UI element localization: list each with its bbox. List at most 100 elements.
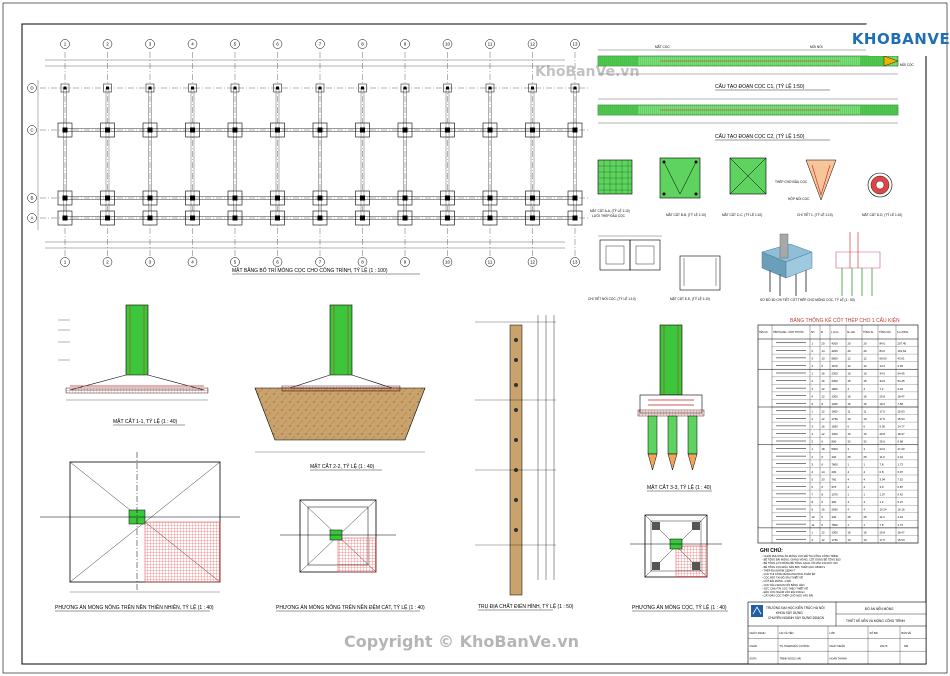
table-cell: 1 <box>864 523 866 527</box>
pile-segment-c1: MẶT CỌC MỐI NỐI MŨI CỌC CẤU TẠO ĐOẠN CỌC… <box>597 44 915 91</box>
table-cell: 1750 <box>832 538 839 542</box>
column <box>572 215 578 221</box>
table-header: TỔNG DÀI <box>879 331 891 334</box>
table-cell: 11 <box>812 523 815 527</box>
table-cell: 3 <box>812 462 814 466</box>
table-cell: 0.97 <box>898 470 904 474</box>
table-cell: 4 <box>848 508 850 512</box>
svg-text:4: 4 <box>191 260 194 265</box>
table-cell: 20 <box>848 341 852 345</box>
khobanve-logo: KHOBANVE <box>852 22 950 56</box>
table-cell: 6 <box>848 425 850 429</box>
svg-text:2: 2 <box>106 260 109 265</box>
title-block: TRƯỜNG ĐẠI HỌC KIẾN TRÚC HÀ NỘI KHOA XÂY… <box>747 601 927 665</box>
grid-bubble-top-4 <box>187 39 198 49</box>
table-cell: 1070 <box>832 493 839 497</box>
table-cell: 16 <box>864 402 868 406</box>
iso-3d-detail: SƠ ĐỒ 3D CHI TIẾT CỐT THÉP CHO MÓNG CỌC,… <box>760 232 881 302</box>
detail-1: THÉP CHỜ ĐẦU CỌC HỘP NỐI CỌC CHI TIẾT 1,… <box>775 159 837 217</box>
table-cell: 0.8 <box>880 470 884 474</box>
table-cell: 6 <box>822 523 824 527</box>
grid-label-8: 8 <box>361 42 364 47</box>
table-cell: 16 <box>822 425 826 429</box>
steel-schedule-table: BẢNG THỐNG KÊ CỐT THÉP CHO 1 CẤU KIỆN TÊ… <box>757 316 919 544</box>
table-cell: 16 <box>822 379 826 383</box>
table-cell: 15 <box>848 379 852 383</box>
grid-label-5: 5 <box>234 42 237 47</box>
svg-text:MẶT CẮT C-C, (TỶ LỆ 1:10): MẶT CẮT C-C, (TỶ LỆ 1:10) <box>722 212 762 217</box>
grid-bubble-bottom-1 <box>60 257 70 267</box>
table-cell: 16.16 <box>898 508 905 512</box>
svg-text:A: A <box>30 216 33 221</box>
svg-text:D: D <box>30 86 34 91</box>
table-cell: 12 <box>822 417 826 421</box>
table-cell: 18 <box>822 447 826 451</box>
table-cell: 16 <box>848 402 852 406</box>
table-cell: 84.0 <box>880 349 886 353</box>
column <box>275 127 280 133</box>
pile-body <box>647 415 658 455</box>
table-cell: 9.36 <box>880 425 886 429</box>
grid-bubble-bottom-2 <box>102 257 113 267</box>
grid-bubble-bottom-11 <box>485 257 495 267</box>
table-cell: 16 <box>864 394 868 398</box>
svg-text:MẶT CẮT D-D, (TỶ LỆ 1:10): MẶT CẮT D-D, (TỶ LỆ 1:10) <box>862 212 902 217</box>
title-block-cell: TRỊNH NGỌC HẢI <box>780 655 802 660</box>
svg-text:2017X: 2017X <box>880 644 888 648</box>
table-cell: 14 <box>822 349 826 353</box>
table-cell: 11.0 <box>880 515 886 519</box>
table-cell: 4 <box>812 432 814 436</box>
table-cell: 4 <box>848 387 850 391</box>
table-cell: 440 <box>832 455 837 459</box>
table-cell: 1300 <box>832 530 839 534</box>
table-cell: 4 <box>848 485 850 489</box>
table-cell: 1 <box>848 493 850 497</box>
table-cell: 2.93 <box>898 364 904 368</box>
table-cell: 84.0 <box>880 341 886 345</box>
pile-body <box>687 415 698 455</box>
table-cell: 32 <box>864 440 868 444</box>
note-line: - BÊ TÔNG LÓT MÓNG BÊ TÔNG GẠCH VỠ MÁC 1… <box>762 560 838 565</box>
table-cell: 440 <box>832 515 837 519</box>
grid-bubble-top-13 <box>570 39 580 49</box>
grid-label-2: 2 <box>106 42 109 47</box>
table-cell: 1100 <box>832 364 838 368</box>
row-bubble-A <box>27 213 37 223</box>
table-cell: 7.58 <box>898 402 904 406</box>
table-cell: 4 <box>864 485 866 489</box>
table-cell: 6.40 <box>898 387 904 391</box>
grid-bubble-bottom-3 <box>145 257 155 267</box>
grid-bubble-bottom-13 <box>570 257 580 267</box>
table-cell: 7 <box>812 493 814 497</box>
svg-text:MŨI CỌC: MŨI CỌC <box>900 62 915 67</box>
section-dd: MẶT CẮT D-D, (TỶ LỆ 1:10) <box>862 172 902 217</box>
table-cell: 1 <box>812 530 814 534</box>
table-cell: 18.47 <box>898 530 905 534</box>
table-cell: 1.73 <box>898 462 904 466</box>
table-cell: 1 <box>812 409 814 413</box>
svg-text:PHƯƠNG ÁN MÓNG CỌC, TỶ LỆ (1 :: PHƯƠNG ÁN MÓNG CỌC, TỶ LỆ (1 : 40) <box>632 603 727 611</box>
column <box>275 215 280 221</box>
section-bb: MẶT CẮT B-B, (TỶ LỆ 1:10) <box>659 157 706 217</box>
table-cell: 6 <box>822 364 824 368</box>
table-cell: 5 <box>812 402 814 406</box>
pile-tip <box>667 453 678 471</box>
table-cell: 18.47 <box>898 432 905 436</box>
table-cell: 11.0 <box>880 455 886 459</box>
table-cell: 207.40 <box>898 341 907 345</box>
svg-text:ĐỒ ÁN NỀN MÓNG: ĐỒ ÁN NỀN MÓNG <box>865 606 894 611</box>
table-cell: 6 <box>822 500 824 504</box>
table-cell: 4 <box>812 394 814 398</box>
grid-bubble-top-2 <box>102 39 113 49</box>
table-cell: 20 <box>848 349 852 353</box>
note-line: - THÉP ĐAI NHÓM CB240-T <box>762 567 796 572</box>
svg-text:1: 1 <box>64 260 67 265</box>
grid-bubble-bottom-7 <box>315 257 325 267</box>
pile-body <box>667 415 678 455</box>
grid-bubble-top-8 <box>357 39 368 49</box>
table-cell: 20 <box>864 341 868 345</box>
pile-plan: PHƯƠNG ÁN MÓNG CỌC, TỶ LỆ (1 : 40) <box>630 514 728 612</box>
table-cell: 19.2 <box>880 402 886 406</box>
grid-label-7: 7 <box>319 42 322 47</box>
